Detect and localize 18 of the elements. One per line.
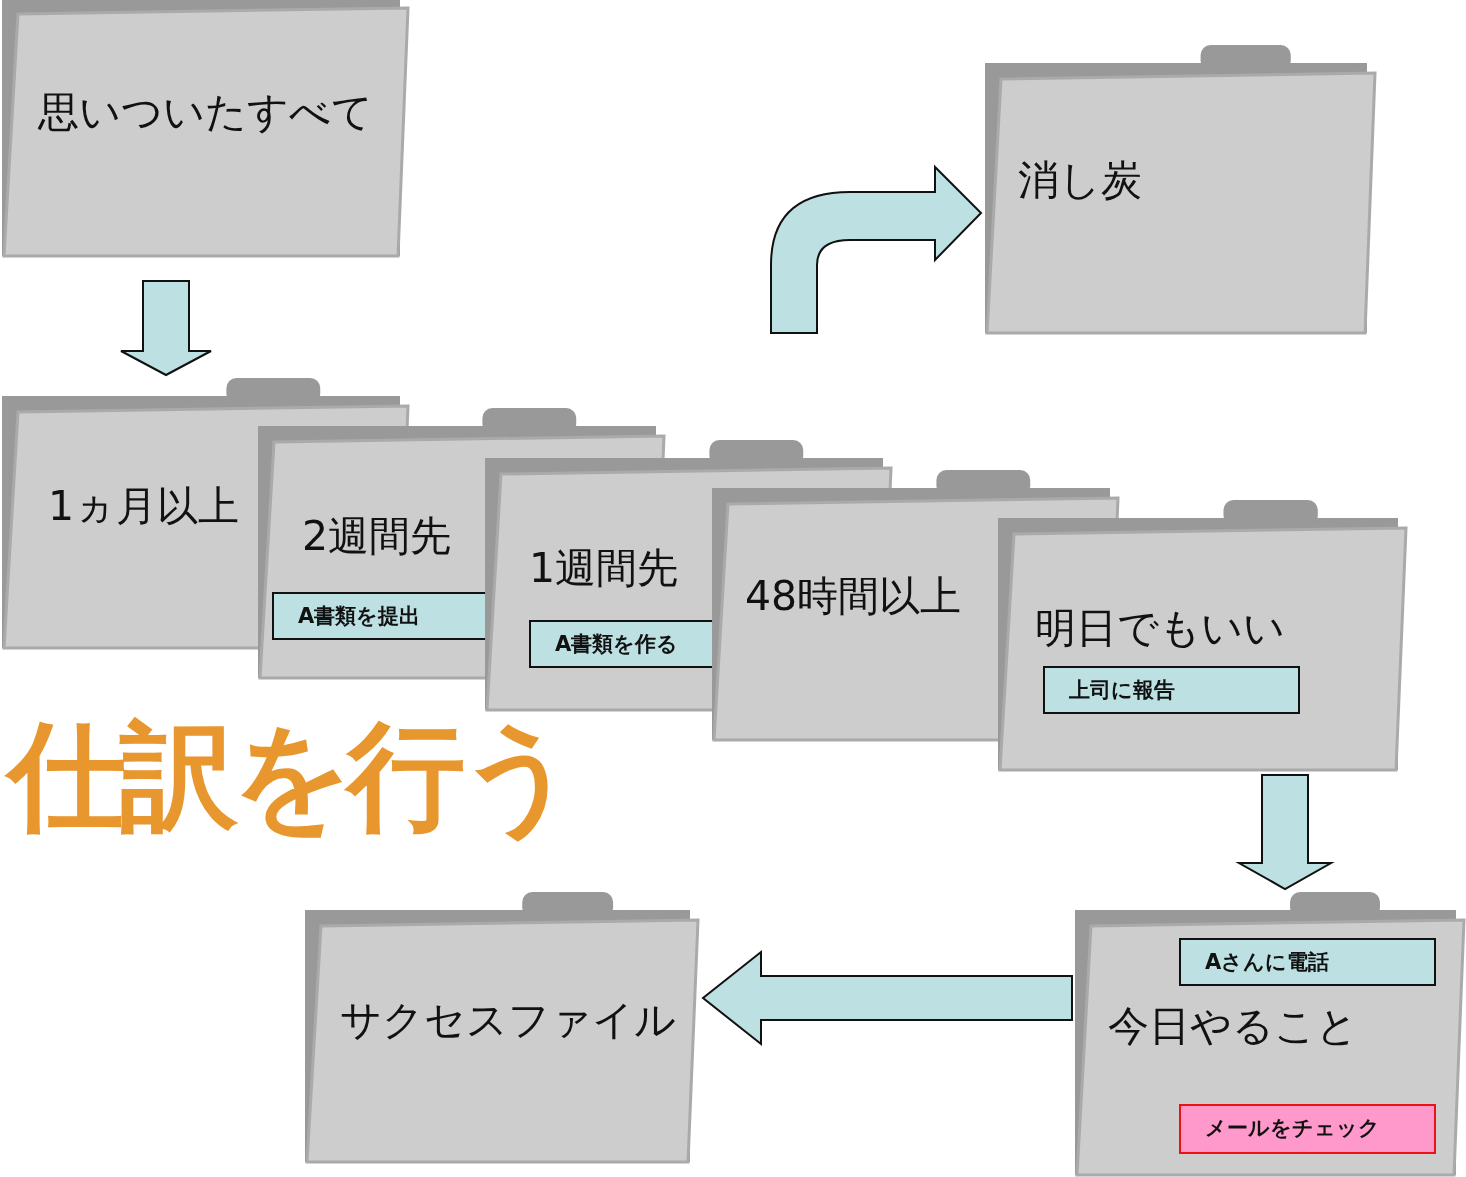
task-tag: Aさんに電話: [1179, 938, 1436, 986]
folder-title: 48時間以上: [745, 576, 962, 617]
folder-title: 2週間先: [302, 516, 452, 557]
block-arrow: [770, 166, 982, 334]
block-arrow: [120, 280, 212, 377]
folder-title: 1ヵ月以上: [48, 486, 240, 527]
folder-title: サクセスファイル: [340, 1000, 676, 1041]
task-tag: A書類を作る: [529, 620, 714, 668]
folder-title: 今日やること: [1108, 1006, 1358, 1047]
task-tag: 上司に報告: [1043, 666, 1300, 714]
task-tag: A書類を提出: [272, 592, 487, 640]
folder-title: 明日でもいい: [1035, 608, 1285, 649]
folder-title: 思いついたすべて: [38, 92, 373, 133]
task-tag: メールをチェック: [1179, 1104, 1436, 1154]
block-arrow: [1235, 774, 1335, 891]
folder-title: 消し炭: [1018, 160, 1142, 201]
folder-title: 1週間先: [529, 548, 679, 589]
block-arrow: [701, 949, 1073, 1047]
